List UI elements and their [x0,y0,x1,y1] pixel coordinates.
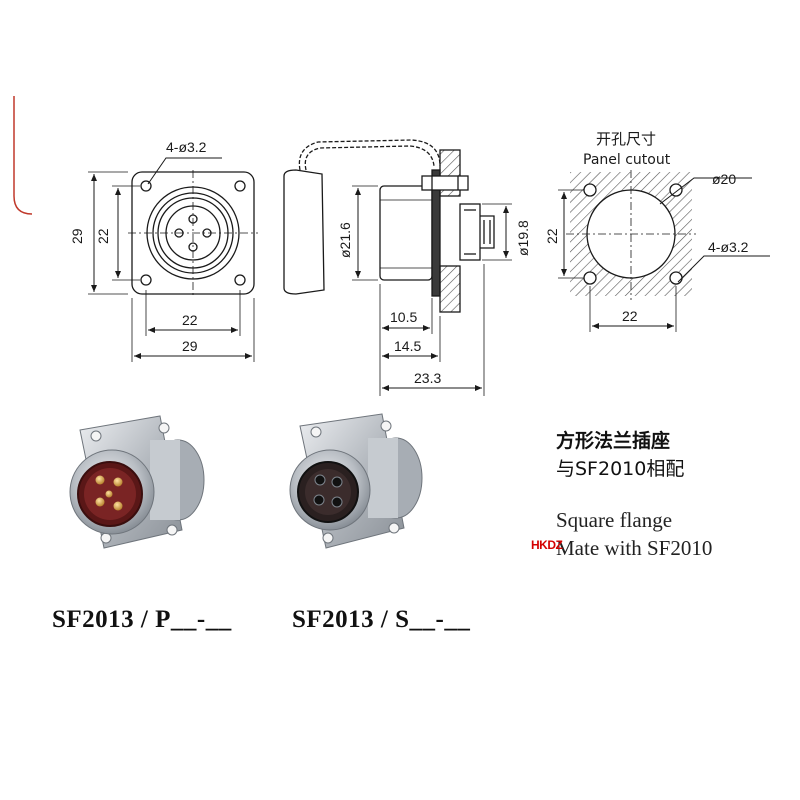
corner-bracket [13,96,33,215]
socket-contact [313,494,325,506]
plug-pin [105,490,113,498]
side-dia-body: ø21.6 [337,222,353,258]
socket-contact [314,474,326,486]
mount-hole-tl [140,180,152,192]
front-hole-label: 4-ø3.2 [166,139,207,155]
description-en-line1: Square flange [556,508,673,532]
cutout-hole-tr [669,183,683,197]
screw-nut [421,175,469,191]
plug-pin [113,501,123,511]
mount-hole-tr [234,180,246,192]
plug-model-label: SF2013 / P__-__ [52,606,232,633]
dust-cap [283,169,325,295]
plug-pin [113,477,123,487]
panel-section-bottom [439,265,461,313]
front-width-outer: 29 [182,338,198,354]
socket-contact [331,496,343,508]
socket-product-image [289,413,423,549]
watermark: HKDZ [531,538,563,552]
side-view [283,139,512,396]
plug-product-image [69,415,205,549]
front-height-outer: 29 [69,228,85,244]
cutout-height: 22 [544,228,560,244]
cutout-hole-label: 4-ø3.2 [708,239,749,255]
cutout-hole-tl [583,183,597,197]
panel-cutout [558,170,770,332]
side-len-total: 23.3 [414,370,441,386]
side-flange [431,169,441,297]
cutout-dia-hole: ø20 [712,171,736,187]
cutout-hole-br [669,271,683,285]
mount-hole-br [234,274,246,286]
cutout-title-en: Panel cutout [583,152,671,168]
description-en-line2: Mate with SF2010 [556,536,713,560]
plug-pin [95,475,105,485]
side-dia-thread: ø19.8 [515,220,531,256]
side-len-a: 10.5 [390,309,417,325]
front-height-inner: 22 [95,228,111,244]
description-cn-line1: 方形法兰插座 [556,430,671,452]
cutout-hole-bl [583,271,597,285]
front-width-inner: 22 [182,312,198,328]
side-len-b: 14.5 [394,338,421,354]
cutout-width: 22 [622,308,638,324]
mount-hole-bl [140,274,152,286]
description-cn-line2: 与SF2010相配 [556,458,685,480]
plug-pin [95,497,105,507]
socket-model-label: SF2013 / S__-__ [292,606,471,633]
front-view [88,157,258,362]
cutout-title-cn: 开孔尺寸 [596,130,656,148]
socket-contact [331,476,343,488]
